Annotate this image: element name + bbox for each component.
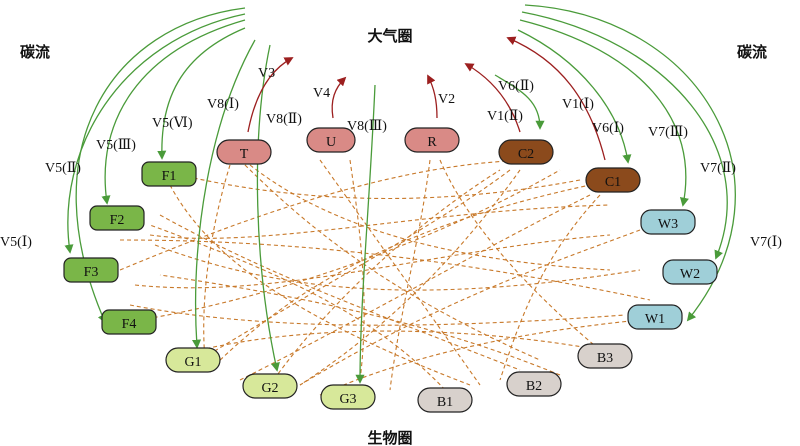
- svg-text:F3: F3: [84, 265, 99, 280]
- dashed-network: [119, 159, 651, 396]
- label-v5-2: V5(Ⅱ): [45, 161, 81, 176]
- node-f4: F4: [101, 309, 157, 335]
- label-v8-1: V8(Ⅰ): [207, 97, 239, 112]
- svg-text:C1: C1: [605, 175, 621, 190]
- label-v7-3: V7(Ⅲ): [648, 125, 688, 140]
- svg-text:C2: C2: [518, 147, 534, 162]
- node-b3: B3: [577, 343, 633, 369]
- node-w3: W3: [640, 209, 696, 235]
- right-flows: [494, 4, 736, 322]
- node-t: T: [216, 139, 272, 165]
- node-f2: F2: [89, 205, 145, 231]
- left-flows: [64, 7, 376, 384]
- svg-text:G1: G1: [184, 355, 201, 370]
- node-g1: G1: [165, 347, 221, 373]
- label-v7-2: V7(Ⅱ): [700, 161, 736, 176]
- atmosphere-flows: [247, 36, 606, 161]
- label-v4: V4: [313, 86, 330, 101]
- svg-text:B1: B1: [437, 395, 453, 410]
- label-v2: V2: [438, 92, 455, 107]
- node-u: U: [306, 127, 356, 153]
- flow-labels: V3 V4 V2 V8(Ⅰ) V8(Ⅱ) V8(Ⅲ) V5(Ⅵ) V5(Ⅲ) V…: [0, 66, 782, 250]
- label-v6-2: V6(Ⅱ): [498, 79, 534, 94]
- svg-text:G2: G2: [261, 381, 278, 396]
- label-v5-3: V5(Ⅲ): [96, 138, 136, 153]
- svg-text:B3: B3: [597, 351, 613, 366]
- label-v8-2: V8(Ⅱ): [266, 112, 302, 127]
- heading-carbon-flow-right: 碳流: [737, 43, 767, 61]
- label-v5-1: V5(Ⅰ): [0, 235, 32, 250]
- label-v8-3: V8(Ⅲ): [347, 119, 387, 134]
- node-g3: G3: [320, 384, 376, 410]
- svg-text:F1: F1: [162, 169, 177, 184]
- svg-text:T: T: [240, 147, 249, 162]
- node-w2: W2: [662, 259, 718, 285]
- svg-text:F2: F2: [110, 213, 125, 228]
- node-b2: B2: [506, 371, 562, 397]
- svg-text:W2: W2: [680, 267, 700, 282]
- heading-atmosphere: 大气圈: [367, 27, 412, 45]
- node-c2: C2: [498, 139, 554, 165]
- label-v1-2: V1(Ⅱ): [487, 109, 523, 124]
- svg-text:W1: W1: [645, 312, 665, 327]
- node-w1: W1: [627, 304, 683, 330]
- label-v1-1: V1(Ⅰ): [562, 97, 594, 112]
- heading-carbon-flow-left: 碳流: [20, 43, 50, 61]
- label-v3: V3: [258, 66, 275, 81]
- svg-text:W3: W3: [658, 217, 678, 232]
- svg-text:R: R: [427, 135, 437, 150]
- node-g2: G2: [242, 373, 298, 399]
- heading-biosphere: 生物圈: [367, 429, 412, 446]
- node-f1: F1: [141, 161, 197, 187]
- svg-text:F4: F4: [122, 317, 137, 332]
- node-r: R: [404, 127, 460, 153]
- node-f3: F3: [63, 257, 119, 283]
- node-b1: B1: [417, 387, 473, 413]
- label-v6-1: V6(Ⅰ): [592, 121, 624, 136]
- svg-text:U: U: [326, 135, 336, 150]
- node-c1: C1: [585, 167, 641, 193]
- label-v5-6: V5(Ⅵ): [152, 116, 193, 131]
- label-v7-1: V7(Ⅰ): [750, 235, 782, 250]
- svg-text:G3: G3: [339, 392, 356, 407]
- svg-text:B2: B2: [526, 379, 542, 394]
